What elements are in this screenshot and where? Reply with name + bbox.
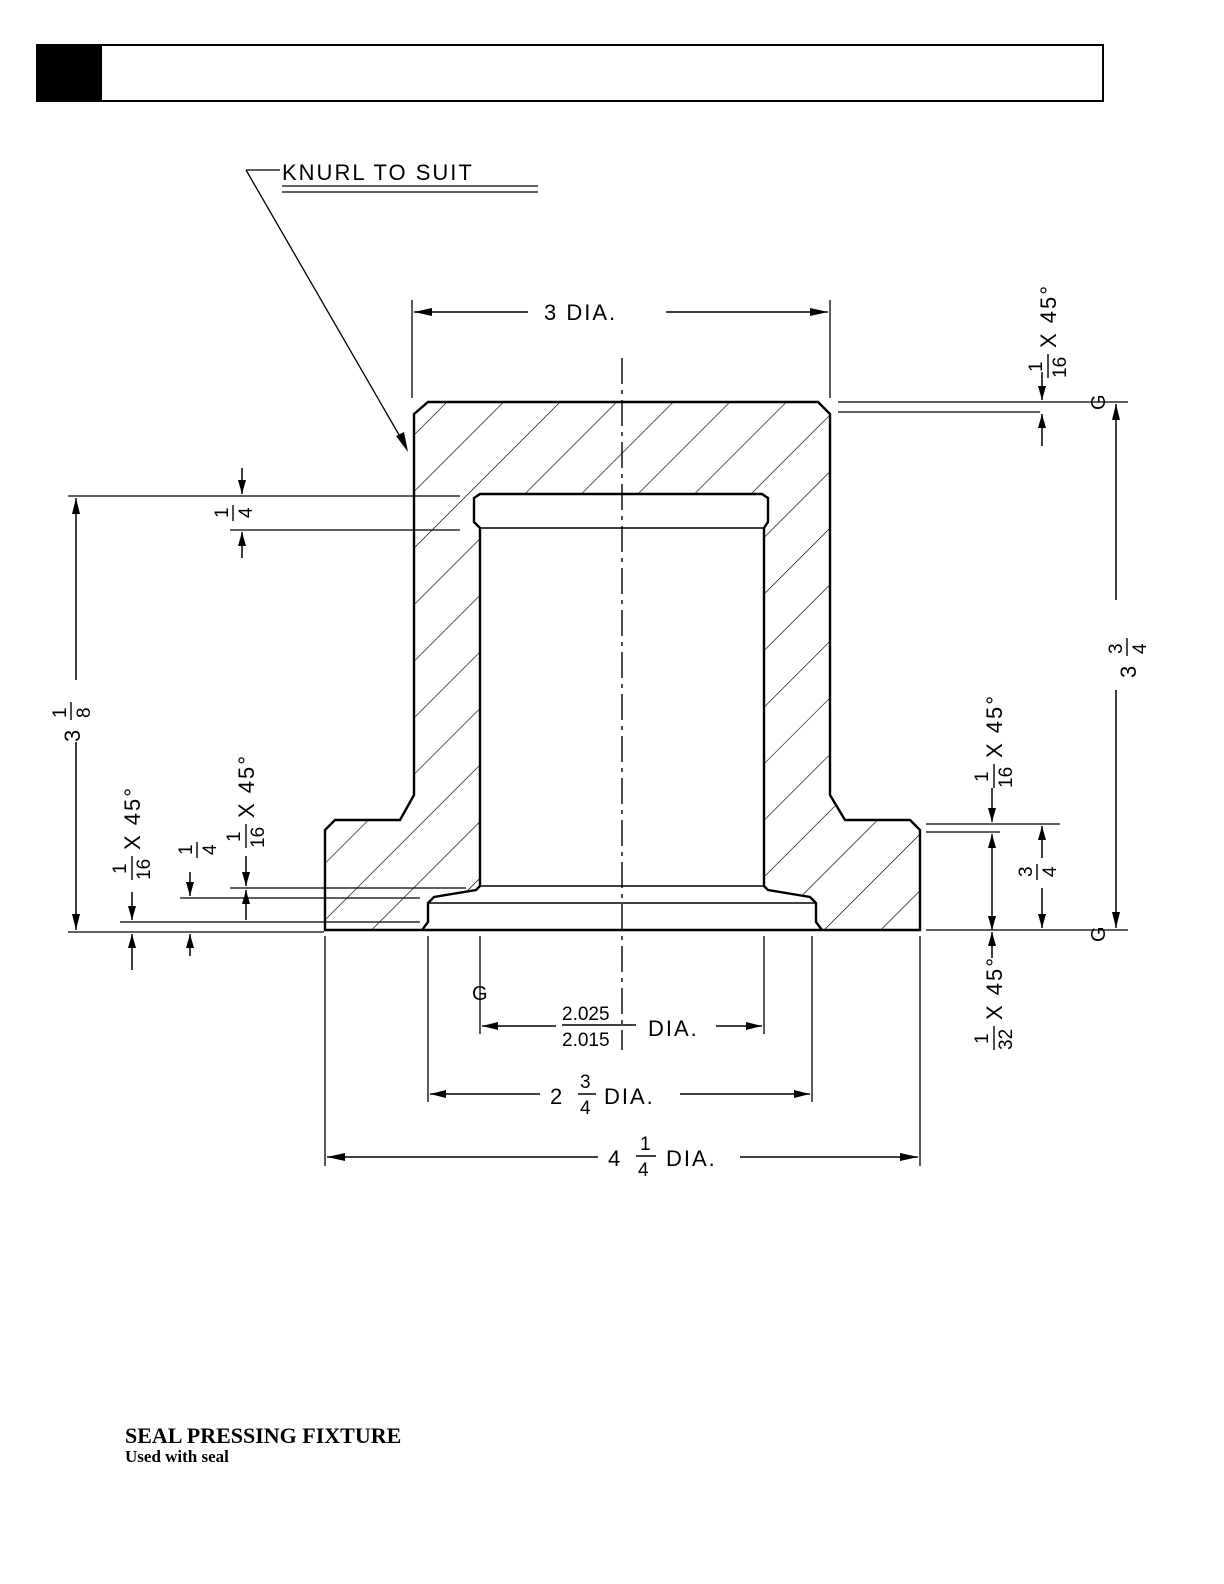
svg-text:2: 2 <box>550 1084 564 1109</box>
svg-text:1: 1 <box>972 1033 993 1044</box>
counterbore-dia-label: 2 3 4 DIA. <box>550 1072 655 1119</box>
svg-text:X 45°: X 45° <box>120 786 145 850</box>
svg-text:4: 4 <box>608 1146 622 1171</box>
svg-text:4: 4 <box>638 1160 649 1181</box>
flange-height-label: 3 4 <box>1016 864 1061 880</box>
knurl-leader <box>246 170 538 440</box>
svg-text:16: 16 <box>248 827 269 848</box>
chamfer-recess-left-label: 1 16 X 45° <box>224 754 269 848</box>
svg-text:32: 32 <box>996 1029 1017 1050</box>
caption: SEAL PRESSING FIXTURE Used with seal <box>125 1424 401 1466</box>
svg-text:3: 3 <box>1116 664 1141 678</box>
svg-text:1: 1 <box>212 507 233 518</box>
svg-text:X 45°: X 45° <box>982 956 1007 1020</box>
groove-height-label: 1 4 <box>212 505 257 521</box>
svg-text:4: 4 <box>1130 643 1151 654</box>
grind-mark-top: G <box>1088 394 1110 410</box>
svg-text:DIA.: DIA. <box>604 1084 655 1109</box>
chamfer-flange-left-label: 1 16 X 45° <box>110 786 155 880</box>
svg-text:3: 3 <box>60 728 85 742</box>
svg-text:3: 3 <box>1016 866 1037 877</box>
grind-mark-bore: G <box>472 983 488 1005</box>
svg-text:8: 8 <box>74 707 95 718</box>
caption-title: SEAL PRESSING FIXTURE <box>125 1424 401 1448</box>
svg-text:DIA.: DIA. <box>648 1016 699 1041</box>
caption-subtitle: Used with seal <box>125 1448 401 1466</box>
svg-text:1: 1 <box>1026 361 1047 372</box>
svg-text:X 45°: X 45° <box>982 694 1007 758</box>
svg-text:16: 16 <box>996 767 1017 788</box>
overall-height-label: 3 3 4 <box>1106 638 1151 678</box>
svg-text:X 45°: X 45° <box>234 754 259 818</box>
svg-text:X 45°: X 45° <box>1036 284 1061 348</box>
svg-text:16: 16 <box>134 859 155 880</box>
svg-text:3: 3 <box>580 1072 591 1093</box>
left-height-label: 3 1 8 <box>50 702 95 742</box>
svg-text:4: 4 <box>1040 866 1061 877</box>
svg-text:3: 3 <box>1106 643 1127 654</box>
top-dia-label: 3 DIA. <box>544 300 617 325</box>
svg-text:1: 1 <box>110 863 131 874</box>
bore-dia-label: 2.025 2.015 DIA. <box>562 1004 699 1051</box>
chamfer-bottom-right-label: 1 32 X 45° <box>972 956 1017 1050</box>
svg-text:2.025: 2.025 <box>562 1004 610 1025</box>
recess-depth-label: 1 4 <box>176 842 221 858</box>
knurl-note: KNURL TO SUIT <box>282 160 474 185</box>
knurl-leader-arrow <box>396 432 408 452</box>
svg-text:1: 1 <box>50 707 71 718</box>
chamfer-top-right-label: 1 16 X 45° <box>1026 284 1071 378</box>
svg-text:1: 1 <box>972 771 993 782</box>
svg-text:1: 1 <box>224 831 245 842</box>
svg-text:4: 4 <box>580 1098 591 1119</box>
svg-text:DIA.: DIA. <box>666 1146 717 1171</box>
chamfer-flange-right-label: 1 16 X 45° <box>972 694 1017 788</box>
svg-text:16: 16 <box>1050 357 1071 378</box>
grind-mark-bottom: G <box>1088 926 1110 942</box>
svg-text:4: 4 <box>200 844 221 855</box>
svg-text:1: 1 <box>640 1134 651 1155</box>
svg-text:2.015: 2.015 <box>562 1030 610 1051</box>
svg-text:4: 4 <box>236 507 257 518</box>
flange-dia-label: 4 1 4 DIA. <box>608 1134 717 1181</box>
svg-text:1: 1 <box>176 844 197 855</box>
